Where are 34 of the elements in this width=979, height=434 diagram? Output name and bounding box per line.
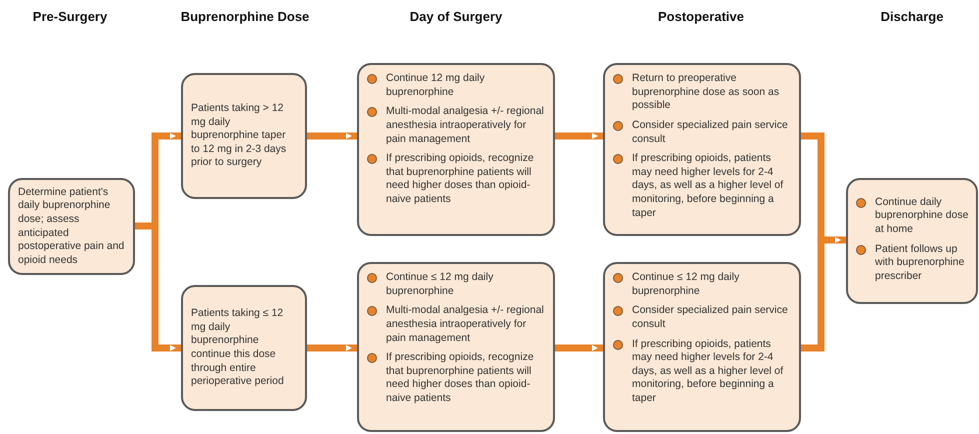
connector-arrow	[307, 132, 357, 140]
process-box	[8, 178, 135, 275]
node-text: Determine patient's daily buprenorphine dose; assess anticipated postoperative pain and opioid needs	[18, 186, 125, 268]
process-box	[846, 178, 978, 304]
process-box	[357, 63, 555, 236]
bullet-text: Continue ≤ 12 mg daily buprenorphine	[632, 271, 740, 298]
column-heading: Day of Surgery	[410, 9, 502, 24]
column-heading: Discharge	[880, 9, 944, 24]
bullet-text: If prescribing opioids, recognize that buprenorphine patients will need higher doses than opioid-naive patients	[386, 152, 535, 207]
column-heading: Buprenorphine Dose	[180, 9, 310, 24]
bullet-text: Multi-modal analgesia +/- regional anesthesia intraoperatively for pain management	[386, 304, 545, 346]
column-heading: Pre-Surgery	[32, 9, 108, 24]
bullet-text: If prescribing opioids, patients may need higher levels for 2-4 days, as well as a higher level of monitoring, before beginning a taper	[632, 152, 784, 220]
connector-arrow	[555, 132, 603, 140]
connector-arrow	[307, 344, 357, 352]
bullet-text: Consider specialized pain service consult	[632, 304, 789, 332]
node-text: Patients taking > 12 mg daily buprenorphine taper to 12 mg in 2-3 days prior to surgery	[191, 102, 288, 170]
connector-arrow	[555, 344, 603, 352]
bullet-text: Return to preoperative buprenorphine dose as soon as possible	[632, 72, 780, 113]
process-box	[603, 63, 801, 236]
bullet-text: If prescribing opioids, patients may need higher levels for 2-4 days, as well as a higher level of monitoring, before beginning a taper	[632, 338, 784, 406]
bullet-text: If prescribing opioids, recognize that buprenorphine patients will need higher doses than opioid-naive patients	[386, 351, 535, 406]
process-box	[357, 262, 555, 432]
bullet-text: Patient follows up with buprenorphine prescriber	[875, 242, 966, 284]
bullet-text: Continue ≤ 12 mg daily buprenorphine	[386, 271, 494, 298]
bullet-text: Consider specialized pain service consult	[632, 118, 789, 146]
bullet-text: Multi-modal analgesia +/- regional anesthesia intraoperatively for pain management	[386, 105, 545, 146]
process-box	[181, 285, 307, 411]
node-text: Patients taking ≤ 12 mg daily buprenorphine continue this dose through entire perioperative period	[191, 307, 285, 389]
bullet-text: Continue daily buprenorphine dose at home	[875, 196, 970, 236]
bullet-text: Continue 12 mg daily buprenorphine	[386, 72, 486, 100]
process-box	[603, 262, 801, 432]
column-heading: Postoperative	[658, 9, 744, 24]
process-box	[181, 73, 307, 199]
